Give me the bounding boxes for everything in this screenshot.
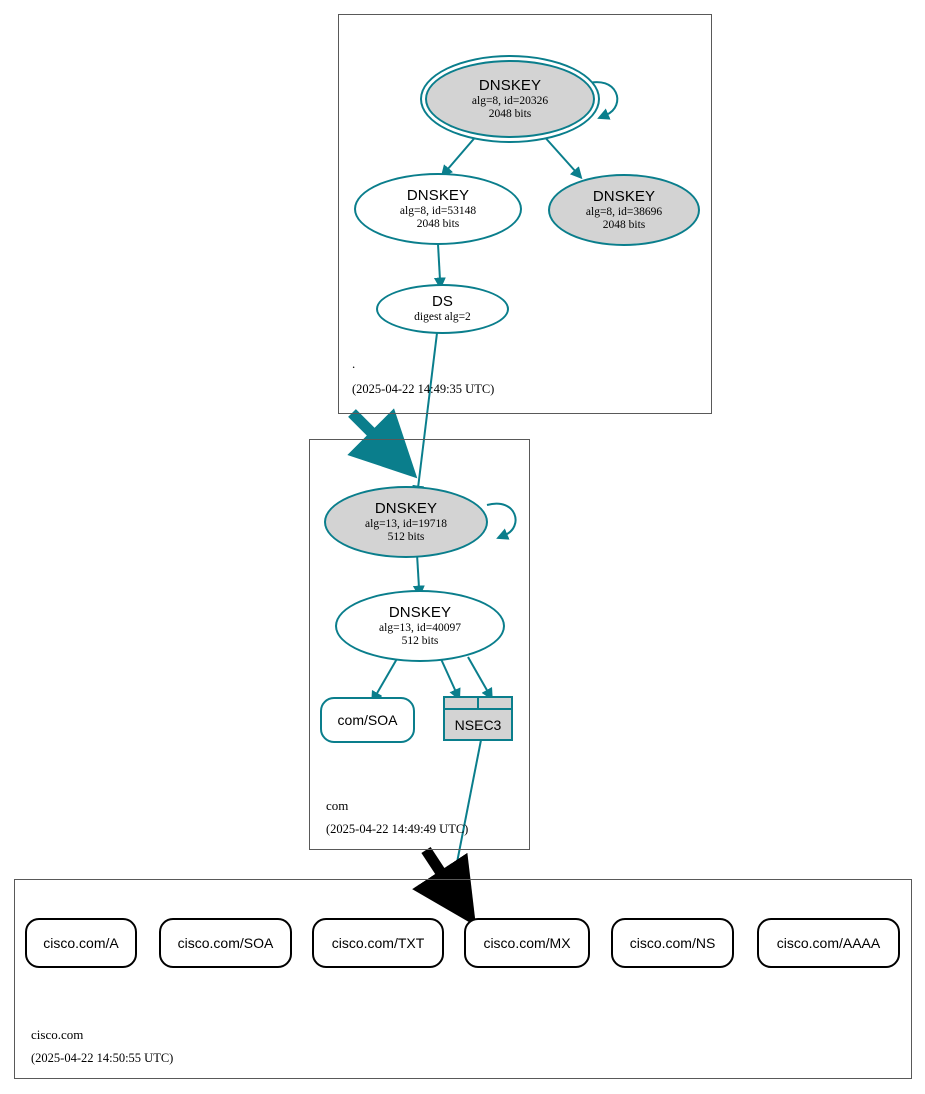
node-dnskey-root-zsk-53148[interactable]: DNSKEY alg=8, id=53148 2048 bits — [354, 173, 522, 245]
node-title: DNSKEY — [478, 77, 542, 94]
node-title: DNSKEY — [406, 187, 470, 204]
rrset-com-soa[interactable]: com/SOA — [320, 697, 415, 743]
rrset-cisco-com-ns[interactable]: cisco.com/NS — [611, 918, 734, 968]
rrset-cisco-com-mx[interactable]: cisco.com/MX — [464, 918, 590, 968]
node-ds-digest-alg-2[interactable]: DS digest alg=2 — [376, 284, 509, 334]
nsec3-cell-left — [445, 698, 477, 708]
zone-timestamp-root: (2025-04-22 14:49:35 UTC) — [352, 382, 495, 396]
rrset-cisco-com-soa[interactable]: cisco.com/SOA — [159, 918, 292, 968]
nsec3-label: NSEC3 — [454, 716, 502, 733]
node-nsec3[interactable]: NSEC3 — [443, 696, 513, 741]
node-title: DNSKEY — [388, 604, 452, 621]
zone-timestamp-com: (2025-04-22 14:49:49 UTC) — [326, 822, 469, 836]
edge-root-ksk-to-zsk-53148 — [440, 133, 479, 178]
node-size: 2048 bits — [488, 107, 532, 120]
node-params: alg=13, id=19718 — [365, 518, 447, 531]
node-params: alg=8, id=38696 — [585, 206, 663, 219]
edge-com-zone-insecure-delegation-arrow — [412, 846, 476, 927]
node-title: DS — [431, 293, 454, 311]
zone-box-com — [309, 439, 530, 850]
zone-label-root: . — [352, 356, 356, 371]
node-params: alg=8, id=20326 — [471, 95, 549, 108]
node-dnskey-com-zsk-40097[interactable]: DNSKEY alg=13, id=40097 512 bits — [335, 590, 505, 662]
zone-timestamp-cisco-com: (2025-04-22 14:50:55 UTC) — [31, 1051, 174, 1065]
zone-box-cisco-com — [14, 879, 912, 1079]
edge-com-zsk-to-com-soa — [371, 656, 399, 704]
edge-root-ksk-to-zsk-38696 — [541, 133, 583, 180]
edge-com-zsk-to-nsec3-left — [440, 658, 461, 701]
node-params: alg=13, id=40097 — [379, 622, 461, 635]
node-size: 2048 bits — [602, 218, 646, 231]
edge-com-zsk-to-nsec3-right — [467, 656, 493, 701]
node-title: DNSKEY — [592, 188, 656, 205]
rrset-cisco-com-aaaa[interactable]: cisco.com/AAAA — [757, 918, 900, 968]
node-params: alg=8, id=53148 — [399, 205, 477, 218]
node-size: 2048 bits — [416, 217, 460, 230]
node-dnskey-root-ksk-20326[interactable]: DNSKEY alg=8, id=20326 2048 bits — [425, 60, 595, 138]
rrset-cisco-com-txt[interactable]: cisco.com/TXT — [312, 918, 444, 968]
nsec3-cell-right — [477, 698, 511, 708]
edge-root-ksk-self-loop — [584, 81, 619, 120]
nsec3-hash-cells — [445, 698, 511, 710]
node-dnskey-com-ksk-19718[interactable]: DNSKEY alg=13, id=19718 512 bits — [324, 486, 488, 558]
zone-label-com: com — [326, 798, 349, 813]
edge-com-ksk-to-com-zsk — [412, 553, 425, 598]
zone-box-root — [338, 14, 712, 414]
node-title: DNSKEY — [374, 500, 438, 517]
zone-label-cisco-com: cisco.com — [31, 1027, 84, 1042]
edge-root-zone-delegation-arrow — [347, 408, 418, 479]
edge-root-zsk-to-ds — [433, 243, 446, 290]
node-size: 512 bits — [387, 530, 425, 543]
rrset-cisco-com-a[interactable]: cisco.com/A — [25, 918, 137, 968]
edge-ds-to-com-ksk — [412, 332, 438, 498]
edge-com-ksk-self-loop — [486, 502, 517, 540]
node-params: digest alg=2 — [414, 311, 471, 324]
node-size: 512 bits — [401, 634, 439, 647]
node-dnskey-root-zsk-38696[interactable]: DNSKEY alg=8, id=38696 2048 bits — [548, 174, 700, 246]
